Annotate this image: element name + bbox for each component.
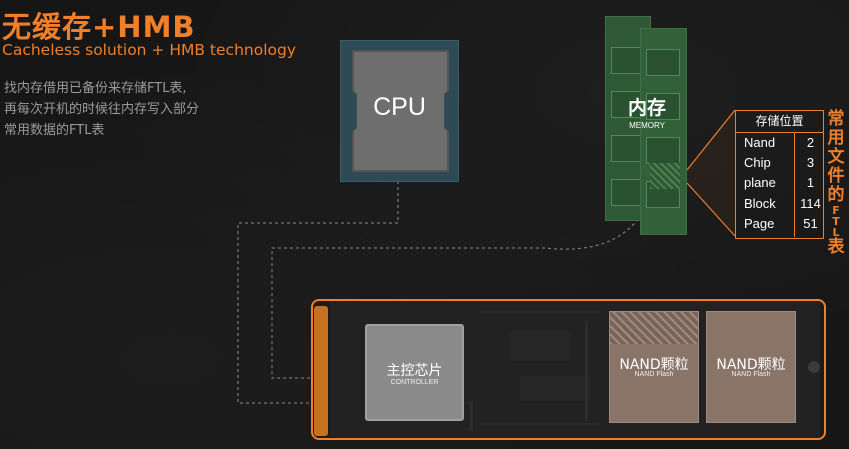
ssd-controller: 主控芯片 CONTROLLER (365, 324, 464, 421)
table-row: Block 114 (744, 196, 821, 211)
ftl-table-header: 存储位置 (736, 111, 823, 133)
vertical-label-char: 的 (827, 185, 845, 205)
vertical-label-char: 用 (827, 128, 845, 148)
vertical-label-char: 件 (827, 166, 845, 186)
ssd-connector (314, 306, 328, 436)
controller-sublabel: CONTROLLER (390, 379, 439, 386)
vertical-label-char: 常 (827, 109, 845, 129)
vertical-label-char: 表 (827, 237, 845, 257)
table-row: Chip 3 (744, 155, 815, 170)
page-subtitle: Cacheless solution + HMB technology (2, 41, 297, 59)
nand-sublabel: NAND Flash (634, 371, 674, 378)
description-line: 常用数据的FTL表 (4, 123, 105, 138)
ftl-table: 存储位置 Nand 2 Chip 3 plane 1 Block 114 Pag… (735, 110, 824, 239)
description-line: 再每次开机的时候往内存写入部分 (4, 102, 200, 117)
vertical-label-char: F (832, 204, 840, 217)
nand-label: NAND颗粒 (619, 357, 689, 373)
cpu-label: CPU (373, 93, 426, 121)
description: 找内存借用已备份来存储FTL表, 再每次开机的时候往内存写入部分 常用数据的FT… (4, 78, 304, 141)
memory-label: 内存 (627, 97, 666, 119)
vertical-label-char: 文 (827, 147, 845, 167)
memory-controller-line (271, 218, 639, 379)
table-row: Nand 2 (744, 135, 815, 150)
table-row: Page 51 (744, 216, 818, 231)
nand-label: NAND颗粒 (716, 357, 786, 373)
vertical-label-char: T (832, 215, 840, 228)
description-line: 找内存借用已备份来存储FTL表, (4, 81, 187, 96)
table-row: plane 1 (744, 175, 815, 190)
nand-chip: NAND颗粒 NAND Flash (706, 311, 796, 423)
vertical-label-char: L (832, 226, 840, 239)
page-title: 无缓存+HMB (2, 10, 196, 44)
ftl-bracket (686, 109, 736, 237)
memory-stick (640, 28, 687, 235)
nand-chip: NAND颗粒 NAND Flash (609, 311, 699, 423)
cpu-chip: CPU (340, 40, 459, 182)
controller-label: 主控芯片 (386, 363, 443, 379)
memory-sublabel: MEMORY (629, 121, 665, 130)
memory-highlight (650, 163, 680, 189)
nand-sublabel: NAND Flash (731, 371, 771, 378)
nand-highlight (610, 312, 698, 344)
